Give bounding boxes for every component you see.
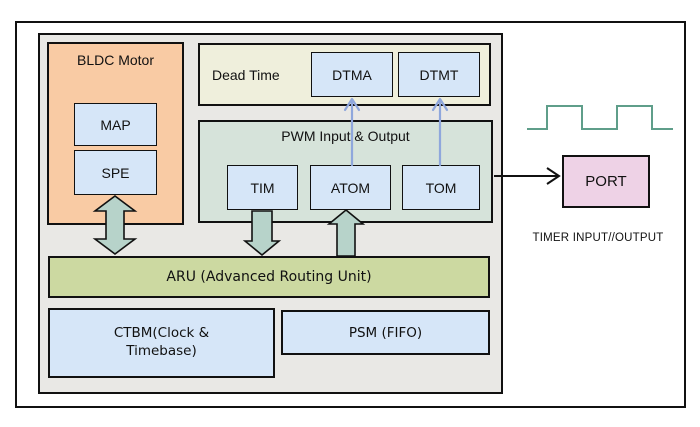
dtmt-block: DTMT: [398, 52, 480, 97]
ctbm-label: CTBM(Clock & Timebase): [113, 325, 210, 359]
bldc-motor-title: BLDC Motor: [76, 52, 155, 68]
map-block: MAP: [74, 103, 157, 146]
atom-block: ATOM: [310, 165, 391, 210]
aru-label: ARU (Advanced Routing Unit): [166, 269, 372, 285]
ctbm-block: CTBM(Clock & Timebase): [48, 308, 275, 378]
dead-time-title: Dead Time: [212, 67, 280, 83]
tim-block: TIM: [227, 165, 298, 210]
psm-block: PSM (FIFO): [281, 310, 490, 355]
port-label: PORT: [585, 173, 627, 190]
psm-label: PSM (FIFO): [348, 324, 423, 341]
aru-block: ARU (Advanced Routing Unit): [48, 256, 490, 298]
pwm-title: PWM Input & Output: [281, 128, 410, 144]
timer-io-caption: TIMER INPUT//OUTPUT: [532, 232, 664, 244]
tom-block: TOM: [402, 165, 480, 210]
dtma-block: DTMA: [311, 52, 393, 97]
spe-block: SPE: [74, 150, 157, 195]
port-block: PORT: [562, 155, 650, 208]
